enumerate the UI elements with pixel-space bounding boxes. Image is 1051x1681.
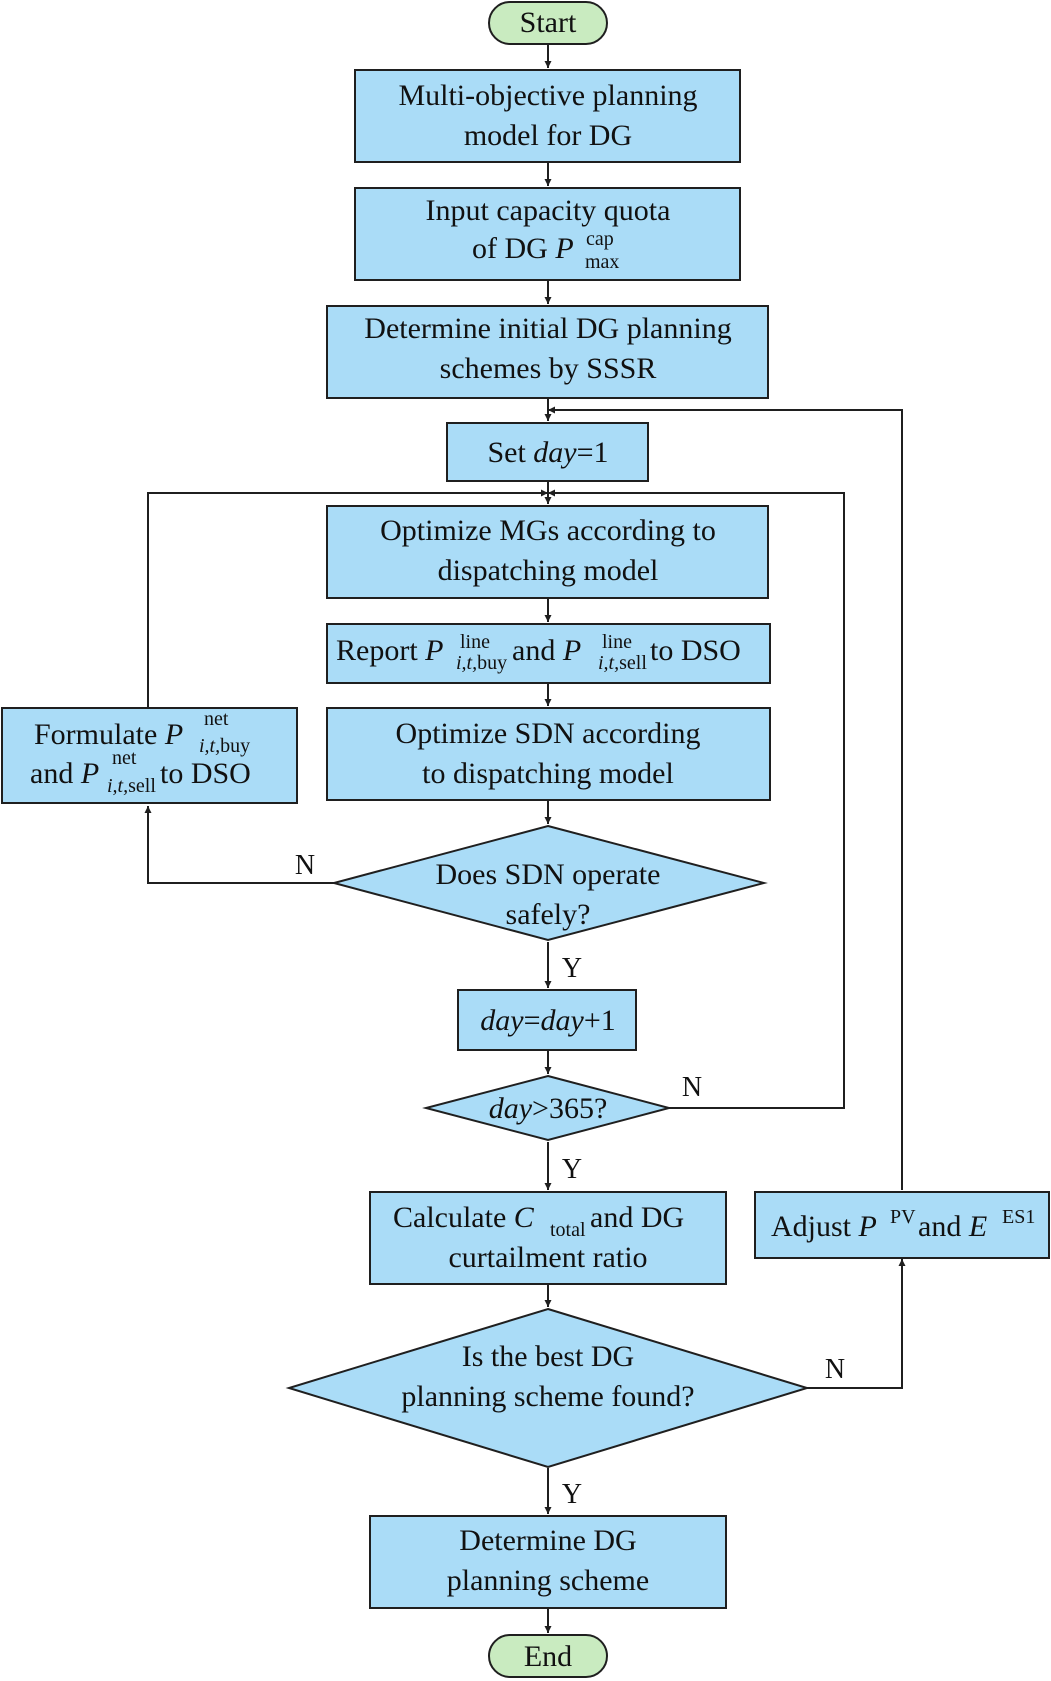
formulate-line1: Formulate P [34, 718, 183, 751]
end-node: End [488, 1634, 608, 1678]
edges [144, 44, 906, 1633]
edge-formulate-to-loop [147, 489, 548, 708]
calculate-sub: total [550, 1219, 586, 1241]
safety-decision-line1: Does SDN operate [436, 858, 661, 891]
start-label: Start [520, 6, 577, 39]
capacity-quota-node: Input capacity quota of DG P cap max [354, 187, 741, 281]
safety-decision-line2: safely? [506, 898, 591, 931]
set-day-node: Set day=1 [446, 422, 649, 482]
formulate-line2-post: to DSO [160, 757, 251, 790]
report-post: to DSO [650, 634, 741, 667]
optimize-sdn-line2: to dispatching model [422, 757, 674, 790]
formulate-line2: and P [30, 757, 99, 790]
capacity-quota-sub: max [585, 251, 619, 273]
label-safety-yes: Y [562, 953, 582, 984]
optimize-mg-line1: Optimize MGs according to [380, 514, 716, 547]
adjust-sup2: ES1 [1002, 1206, 1035, 1228]
adjust-node: Adjust P PV and E ES1 [754, 1191, 1050, 1259]
initial-schemes-line2: schemes by SSSR [440, 352, 657, 385]
adjust-part2: and E [918, 1210, 987, 1243]
formulate-sup2: net [112, 747, 137, 769]
formulate-sub2: i,t,sell [107, 775, 156, 797]
optimize-mg-line2: dispatching model [438, 554, 659, 587]
report-mid: and P [512, 634, 581, 667]
edge-safety-no-to-formulate [144, 806, 334, 884]
report-sub1: i,t,buy [456, 652, 507, 674]
day-check-label: day>365? [489, 1092, 608, 1125]
adjust-sup1: PV [890, 1206, 916, 1228]
label-best-yes: Y [562, 1479, 582, 1510]
best-scheme-decision-node: Is the best DG planning scheme found? [285, 1307, 811, 1469]
increment-day-node: day=day+1 [457, 989, 637, 1051]
edge-daycheck-no-to-loop [548, 489, 845, 1109]
label-daycheck-no: N [682, 1072, 702, 1103]
initial-schemes-node: Determine initial DG planning schemes by… [326, 305, 769, 399]
initial-schemes-line1: Determine initial DG planning [364, 312, 731, 345]
optimize-mg-node: Optimize MGs according to dispatching mo… [326, 505, 769, 599]
best-scheme-line1: Is the best DG [462, 1340, 634, 1373]
report-node: Report P line i,t,buy and P line i,t,sel… [326, 623, 771, 684]
final-scheme-line1: Determine DG [459, 1524, 636, 1557]
calculate-line1-part1: Calculate C [393, 1201, 535, 1234]
label-best-no: N [825, 1354, 845, 1385]
day-check-decision-node: day>365? [422, 1074, 673, 1142]
report-sup1: line [460, 631, 490, 653]
planning-model-line2: model for DG [464, 119, 632, 152]
edge-best-no-to-adjust [807, 1259, 906, 1389]
formulate-sup1: net [204, 708, 229, 730]
formulate-sub1: i,t,buy [199, 735, 250, 757]
final-scheme-line2: planning scheme [447, 1564, 649, 1597]
optimize-sdn-line1: Optimize SDN according [396, 717, 701, 750]
best-scheme-line2: planning scheme found? [401, 1380, 694, 1413]
set-day-label: Set day=1 [487, 436, 608, 469]
calculate-node: Calculate C total and DG curtailment rat… [369, 1191, 727, 1285]
planning-model-line1: Multi-objective planning [398, 79, 697, 112]
formulate-node: Formulate P net i,t,buy and P net i,t,se… [1, 707, 298, 804]
report-sup2: line [602, 631, 632, 653]
capacity-quota-line2: of DG P [472, 232, 574, 265]
report-part1: Report P [336, 634, 443, 667]
planning-model-node: Multi-objective planning model for DG [354, 69, 741, 163]
report-sub2: i,t,sell [598, 652, 647, 674]
capacity-quota-sup: cap [586, 228, 614, 250]
label-daycheck-yes: Y [562, 1154, 582, 1185]
edge-adjust-to-set [548, 406, 903, 1190]
increment-day-label: day=day+1 [480, 1004, 616, 1037]
final-scheme-node: Determine DG planning scheme [369, 1515, 727, 1609]
capacity-quota-line1: Input capacity quota [426, 194, 671, 227]
adjust-part1: Adjust P [771, 1210, 877, 1243]
safety-decision-node: Does SDN operate safely? [330, 824, 768, 942]
end-label: End [524, 1640, 572, 1673]
optimize-sdn-node: Optimize SDN according to dispatching mo… [326, 707, 771, 801]
calculate-line2: curtailment ratio [448, 1241, 647, 1274]
start-node: Start [488, 1, 608, 45]
label-safety-no: N [295, 850, 315, 881]
calculate-line1-part2: and DG [590, 1201, 684, 1234]
